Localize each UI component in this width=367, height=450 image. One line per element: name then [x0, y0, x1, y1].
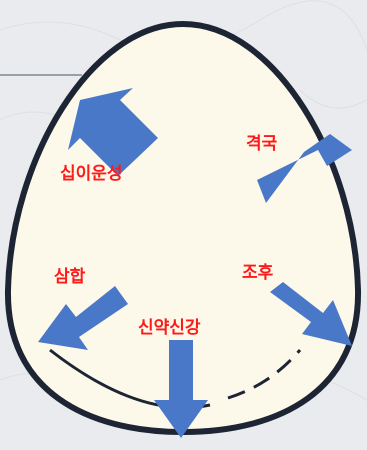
- arrow-down-left: [38, 286, 128, 350]
- arrow-down: [154, 340, 208, 438]
- label-sibiunseong: 십이운성: [60, 164, 123, 184]
- inner-arc-dashed: [227, 349, 302, 400]
- label-gyeokguk: 격국: [246, 134, 278, 154]
- label-johu: 조후: [242, 263, 274, 283]
- arrow-up-right: [257, 134, 352, 203]
- label-samhap: 삼합: [54, 267, 86, 287]
- label-sinyaksingang: 신약신강: [138, 318, 201, 338]
- arrow-up-left: [68, 88, 158, 176]
- arrow-down-right: [270, 282, 352, 346]
- arrows: [38, 88, 352, 438]
